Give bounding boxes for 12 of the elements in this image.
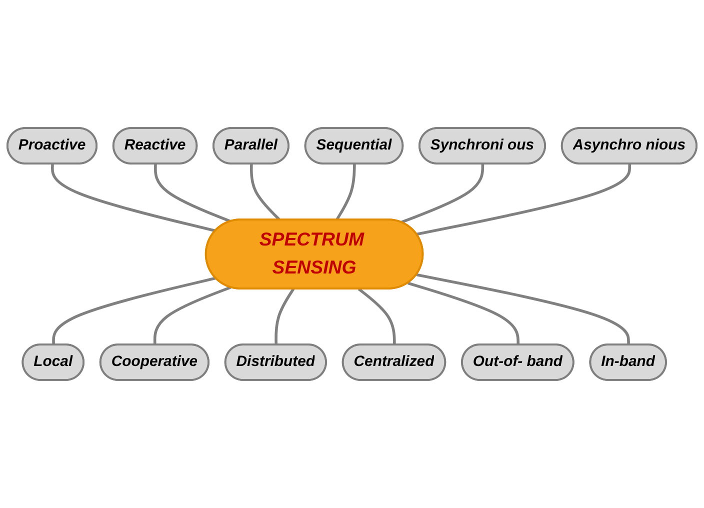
connector: [408, 282, 520, 345]
connector: [153, 286, 232, 345]
connector: [274, 288, 295, 345]
connector: [52, 276, 216, 345]
connector: [400, 164, 484, 224]
connector: [250, 164, 281, 221]
connector: [154, 164, 232, 223]
connector: [335, 164, 356, 221]
connector: [416, 164, 632, 236]
connector: [51, 164, 216, 232]
connector: [358, 288, 396, 345]
connector: [416, 273, 630, 345]
